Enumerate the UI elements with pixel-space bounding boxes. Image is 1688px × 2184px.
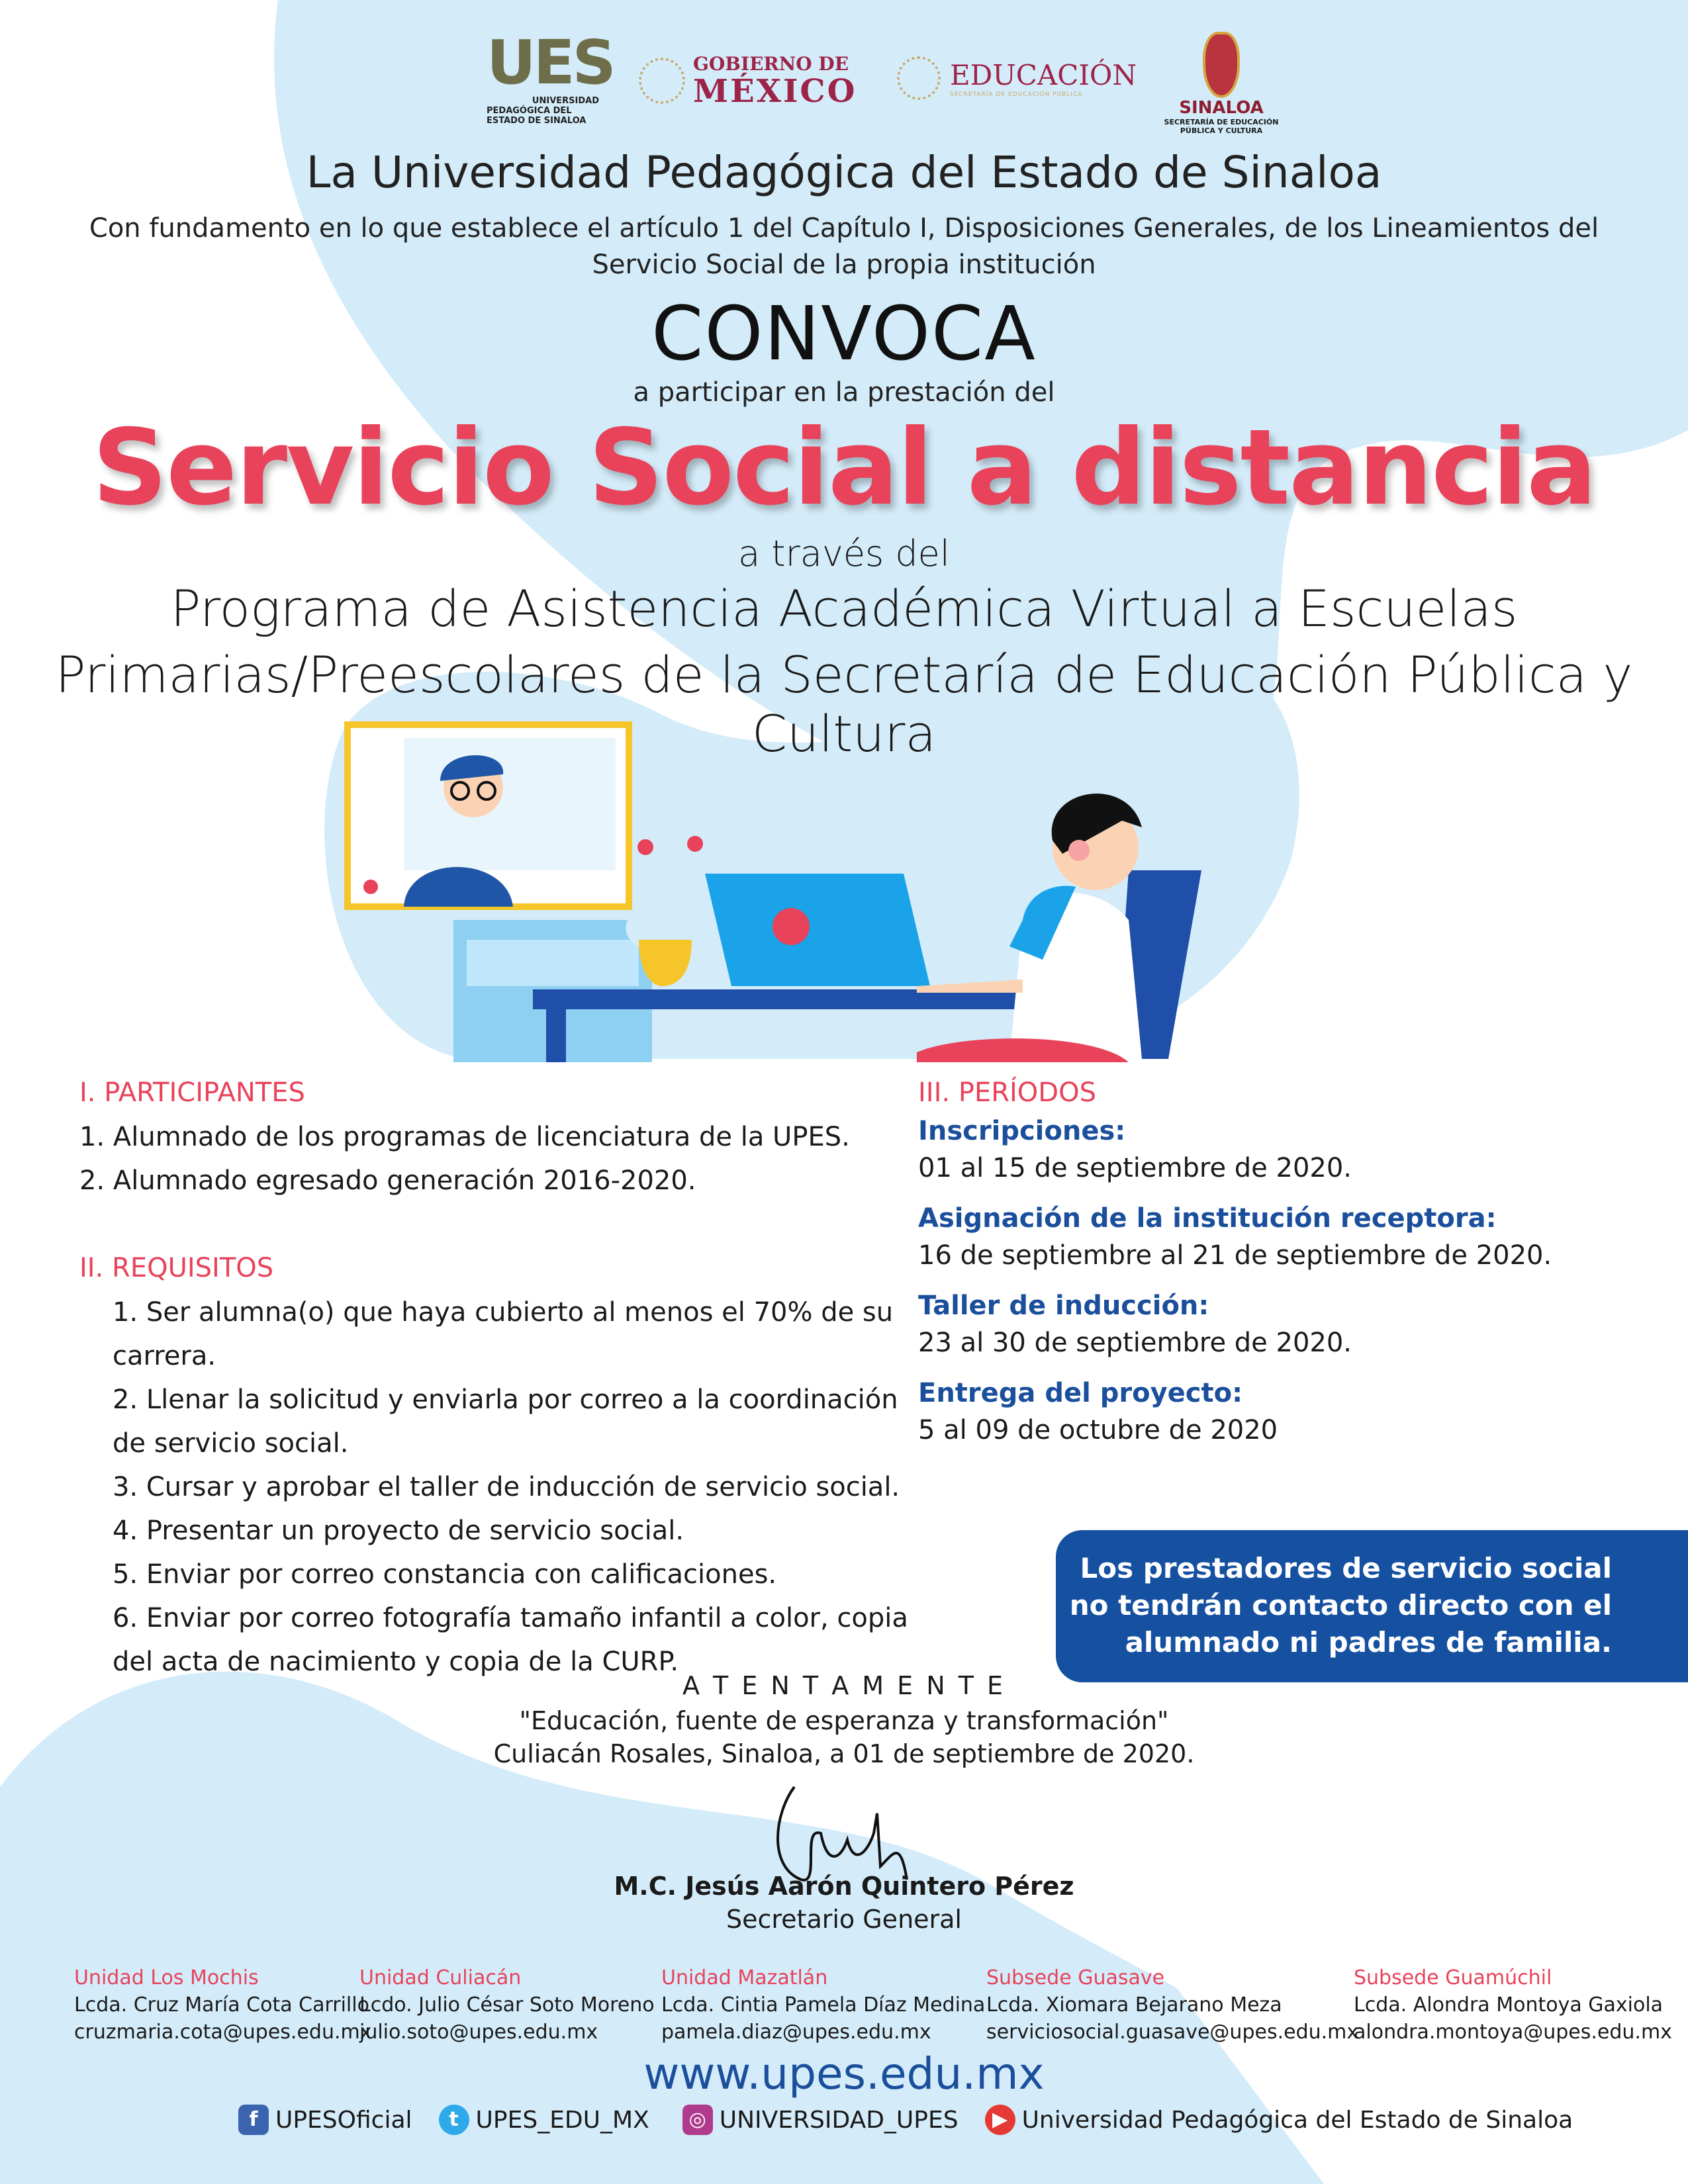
coat-of-arms-icon	[897, 56, 941, 100]
notice-box: Los prestadores de servicio social no te…	[1056, 1530, 1688, 1682]
periods-section: III. PERÍODOS Inscripciones: 01 al 15 de…	[918, 1077, 1552, 1452]
email-link[interactable]: pamela.diaz@upes.edu.mx	[661, 2021, 931, 2044]
educacion-logo: EDUCACIÓN SECRETARÍA DE EDUCACIÓN PÚBLIC…	[897, 56, 1137, 100]
sinaloa-shield-icon	[1203, 32, 1240, 98]
sinaloa-logo: SINALOA SECRETARÍA DE EDUCACIÓN PÚBLICA …	[1155, 32, 1288, 135]
invite-text: a participar en la prestación del	[633, 377, 1055, 408]
email-link[interactable]: julio.soto@upes.edu.mx	[359, 2021, 598, 2044]
online-class-illustration	[344, 721, 1201, 1062]
atentamente: A T E N T A M E N T E	[682, 1671, 1006, 1700]
program-line-2: Primarias/Preescolares de la Secretaría …	[55, 645, 1633, 763]
through-text: a través del	[738, 533, 950, 574]
email-link[interactable]: serviciosocial.guasave@upes.edu.mx	[986, 2021, 1359, 2044]
signature	[776, 1786, 908, 1882]
email-link[interactable]: alondra.montoya@upes.edu.mx	[1354, 2021, 1672, 2044]
list-item: 3. Cursar y aprobar el taller de inducci…	[113, 1472, 900, 1502]
social-facebook[interactable]: UPESOficial	[275, 2106, 412, 2134]
email-link[interactable]: cruzmaria.cota@upes.edu.mx	[74, 2021, 372, 2044]
social-youtube[interactable]: Universidad Pedagógica del Estado de Sin…	[1021, 2106, 1573, 2134]
social-instagram[interactable]: UNIVERSIDAD_UPES	[719, 2106, 959, 2134]
list-item: carrera.	[113, 1341, 216, 1371]
periods-heading: III. PERÍODOS	[918, 1077, 1096, 1108]
headline: Servicio Social a distancia	[92, 407, 1597, 529]
website-link[interactable]: www.upes.edu.mx	[643, 2048, 1045, 2099]
participants-heading: I. PARTICIPANTES	[79, 1077, 305, 1108]
list-item: 5. Enviar por correo constancia con cali…	[113, 1559, 777, 1590]
requirements-list: 1. Ser alumna(o) que haya cubierto al me…	[113, 1291, 908, 1684]
twitter-icon: t	[438, 2105, 469, 2135]
program-line-1: Programa de Asistencia Académica Virtual…	[170, 579, 1518, 638]
period-value: 16 de septiembre al 21 de septiembre de …	[918, 1240, 1552, 1271]
youtube-icon: ▶	[984, 2105, 1015, 2135]
period-value: 5 al 09 de octubre de 2020	[918, 1415, 1278, 1445]
signer-name: M.C. Jesús Aarón Quintero Pérez	[614, 1872, 1074, 1901]
facebook-icon: f	[238, 2105, 269, 2135]
convoca-heading: CONVOCA	[651, 291, 1037, 377]
list-item: 2. Alumnado egresado generación 2016-202…	[79, 1165, 696, 1196]
social-twitter[interactable]: UPES_EDU_MX	[475, 2106, 649, 2134]
legal-basis-line-2: Servicio Social de la propia institución	[592, 250, 1096, 280]
period-label: Asignación de la institución receptora:	[918, 1203, 1497, 1234]
motto: "Educación, fuente de esperanza y transf…	[519, 1706, 1169, 1735]
upes-logo: UES UNIVERSIDAD PEDAGÓGICA DEL ESTADO DE…	[487, 27, 616, 126]
period-label: Entrega del proyecto:	[918, 1378, 1243, 1408]
participants-list: 1. Alumnado de los programas de licencia…	[79, 1115, 850, 1203]
list-item: 6. Enviar por correo fotografía tamaño i…	[113, 1603, 908, 1633]
period-value: 01 al 15 de septiembre de 2020.	[918, 1153, 1352, 1183]
gobierno-mexico-logo: GOBIERNO DE MÉXICO	[639, 53, 857, 108]
list-item: de servicio social.	[113, 1428, 349, 1459]
university-title: La Universidad Pedagógica del Estado de …	[306, 147, 1382, 198]
list-item: 1. Alumnado de los programas de licencia…	[79, 1122, 850, 1152]
signer-role: Secretario General	[726, 1905, 962, 1934]
requirements-heading: II. REQUISITOS	[79, 1253, 274, 1283]
list-item: del acta de nacimiento y copia de la CUR…	[113, 1647, 679, 1677]
list-item: 4. Presentar un proyecto de servicio soc…	[113, 1516, 684, 1546]
period-label: Inscripciones:	[918, 1116, 1126, 1146]
instagram-icon: ◎	[682, 2105, 713, 2135]
list-item: 2. Llenar la solicitud y enviarla por co…	[113, 1385, 898, 1415]
legal-basis-line-1: Con fundamento en lo que establece el ar…	[89, 213, 1599, 244]
list-item: 1. Ser alumna(o) que haya cubierto al me…	[113, 1297, 894, 1328]
place-date: Culiacán Rosales, Sinaloa, a 01 de septi…	[493, 1739, 1195, 1768]
period-label: Taller de inducción:	[918, 1291, 1209, 1321]
coat-of-arms-icon	[639, 57, 685, 104]
period-value: 23 al 30 de septiembre de 2020.	[918, 1328, 1352, 1358]
